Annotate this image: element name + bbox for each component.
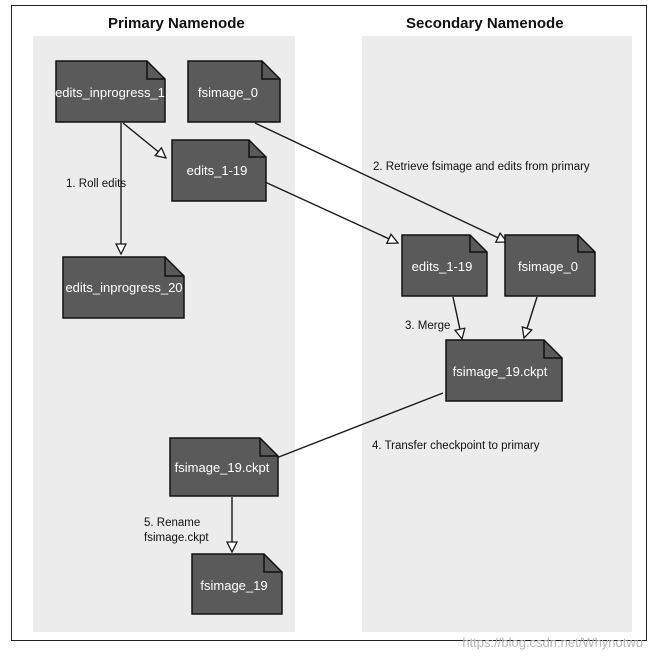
doc-fsimage-19-ckpt-primary: fsimage_19.ckpt	[169, 437, 279, 497]
doc-edits-1-19-primary: edits_1-19	[171, 139, 267, 202]
merge-edits-arrow	[452, 296, 462, 339]
edits-to-edits-1-19-arrow	[122, 122, 166, 158]
watermark: https://blog.csdn.net/Whynotwu	[462, 635, 643, 650]
secondary-namenode-panel	[362, 36, 632, 632]
transfer-checkpoint-arrow	[266, 392, 444, 462]
doc-label: fsimage_19	[200, 578, 267, 593]
step-retrieve-label: 2. Retrieve fsimage and edits from prima…	[373, 161, 590, 173]
retrieve-fsimage-arrow	[254, 122, 507, 242]
doc-edits-inprogress-20: edits_inprogress_20	[62, 256, 185, 319]
primary-namenode-panel	[33, 36, 295, 632]
doc-fsimage-19: fsimage_19	[191, 553, 283, 615]
merge-fsimage-arrow	[524, 296, 538, 338]
doc-label: edits_inprogress_1	[55, 85, 165, 100]
doc-label: edits_1-19	[412, 259, 473, 274]
step-merge-label: 3. Merge	[405, 320, 450, 332]
doc-fsimage-0-primary: fsimage_0	[187, 60, 281, 123]
doc-fsimage-19-ckpt-secondary: fsimage_19.ckpt	[445, 339, 563, 402]
doc-edits-inprogress-1: edits_inprogress_1	[55, 60, 166, 123]
doc-fsimage-0-secondary: fsimage_0	[504, 234, 596, 297]
doc-label: edits_inprogress_20	[65, 280, 182, 295]
primary-namenode-title: Primary Namenode	[108, 15, 245, 32]
doc-label: fsimage_19.ckpt	[175, 460, 270, 475]
step-rename-label-line1: 5. Rename	[144, 517, 200, 529]
secondary-namenode-title: Secondary Namenode	[406, 15, 564, 32]
step-transfer-label: 4. Transfer checkpoint to primary	[372, 440, 540, 452]
step-rename-label-line2: fsimage.ckpt	[144, 532, 209, 544]
doc-label: fsimage_0	[198, 85, 258, 100]
doc-label: edits_1-19	[187, 163, 248, 178]
retrieve-edits-arrow	[264, 181, 398, 243]
doc-label: fsimage_19.ckpt	[453, 364, 548, 379]
doc-edits-1-19-secondary: edits_1-19	[401, 234, 488, 297]
doc-label: fsimage_0	[518, 259, 578, 274]
step-roll-edits-label: 1. Roll edits	[66, 178, 126, 190]
